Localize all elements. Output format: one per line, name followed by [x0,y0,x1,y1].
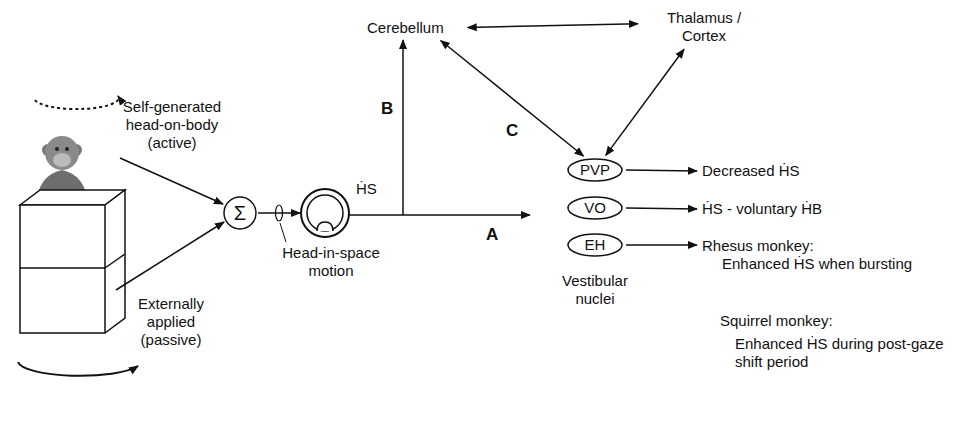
connector-arrow [626,169,697,171]
input-label: Self-generated head-on-body (active) [116,98,228,152]
node-text: EH [585,236,606,254]
probe-mark [276,205,283,221]
node-text: VO [584,199,606,217]
path-letter: C [506,120,518,141]
text-node: Decreased ḢS [700,161,802,181]
input-arrow [120,158,223,204]
node-text: ḢS - voluntary ḢB [702,200,822,218]
input-label: Externally applied (passive) [125,295,217,349]
connector-arrow [626,244,697,246]
connector-arrow [468,24,638,28]
connector-arrow [441,41,584,157]
nucleus-ellipse: VO [567,196,623,220]
signal-arrow [349,214,530,216]
note-label: Enhanced ḢS during post-gaze shift perio… [735,335,957,371]
node-text: Cerebellum [367,19,444,37]
shape-outline-path [568,234,622,256]
active-rotation-arrow [35,96,119,109]
leader-line [280,223,286,242]
text-node: Rhesus monkey:Enhanced ḢS when bursting [700,236,914,274]
shape-outline-path [568,197,622,219]
primate-chair [20,190,125,333]
node-text: Thalamus / Cortex [662,9,746,45]
sum-circle: Σ [223,196,257,230]
input-arrow [116,222,224,290]
node-text: PVP [580,161,610,179]
passive-rotation-arrow [18,362,138,376]
signal-arrow [402,40,404,215]
group-label: Vestibular nuclei [553,272,637,308]
text-node: Cerebellum [365,18,446,38]
nucleus-ellipse: PVP [567,158,623,182]
path-letter: B [381,98,393,119]
node-text: Enhanced ḢS when bursting [722,255,912,273]
connector-arrow [606,49,684,155]
nucleus-ellipse: EH [567,233,623,257]
signal-arrow [258,212,300,214]
text-node: Thalamus / Cortex [660,8,748,46]
note-label: Head-in-space motion [275,244,387,280]
canal-icon [301,189,349,237]
text-node: ḢS - voluntary ḢB [700,199,824,219]
node-text: Rhesus monkey: [702,237,912,255]
node-text: Σ [234,201,246,225]
shape-outline-path [224,197,256,229]
signal-label: ḢS [356,180,377,198]
path-letter: A [486,224,498,245]
connector-arrow [626,207,697,209]
note-label: Squirrel monkey: [720,312,833,330]
shape-outline-path [568,159,622,181]
node-text: Decreased ḢS [702,162,800,180]
